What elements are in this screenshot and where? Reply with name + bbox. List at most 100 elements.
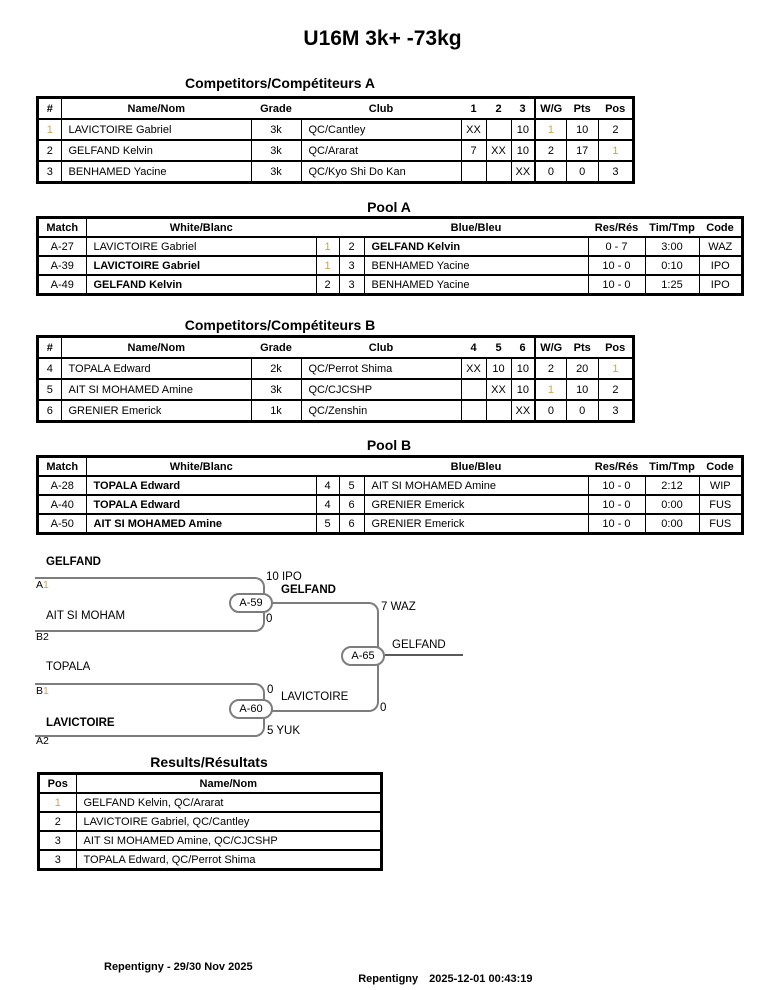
table-cell: 7 [460,139,486,161]
table-cell: 10 - 0 [587,494,645,514]
col-header: 4 [461,337,486,359]
seed-char: 1 [43,579,49,591]
table-cell: 4 [315,475,339,495]
col-header: Name/Nom [60,337,251,359]
table-cell: 3k [250,118,301,140]
table-cell: 1 [39,792,76,812]
col-header: 2 [486,98,511,120]
table-cell: 10 - 0 [587,274,645,294]
footer-timestamp: 2025-12-01 00:43:19 [429,973,533,985]
table-cell: 3 [39,830,76,850]
table-cell: 2 [597,378,634,400]
seed-char: B [36,631,44,643]
table-cell: 10 [485,357,511,379]
bracket-score-a60-bottom: 5 YUK [267,725,301,737]
table-cell: 5 [315,513,339,533]
table-cell: LAVICTOIRE Gabriel [60,118,251,140]
bracket-seed-a1: A1 [36,579,49,592]
table-cell: FUS [698,494,742,514]
col-header [339,218,364,238]
pool-b-heading: Pool B [366,437,412,453]
table-cell: A-27 [38,236,86,256]
table-cell: 1 [315,236,339,256]
table-cell: 10 [510,357,536,379]
table-cell [460,378,486,400]
table-cell: 2 [315,274,339,294]
col-header: W/G [534,337,567,359]
table-cell: LAVICTOIRE Gabriel [85,236,316,256]
seed-char: 2 [43,631,49,643]
col-header: Match [38,457,86,477]
table-cell: 6 [338,513,364,533]
table-cell: 0 [534,399,567,421]
competitors-a-heading: Competitors/Compétiteurs A [184,75,376,91]
col-header: Tim/Tmp [645,218,699,238]
seed-char: 1 [43,685,49,697]
results-heading: Results/Résultats [150,754,268,770]
table-cell: 2 [38,139,61,161]
table-cell: 3 [338,255,364,275]
bracket-score-a60-top: 0 [267,684,274,696]
table-cell: QC/Kyo Shi Do Kan [300,160,461,182]
table-cell: 3 [38,160,61,182]
table-cell [485,399,511,421]
table-cell [460,399,486,421]
col-header: Club [301,337,461,359]
table-cell: 0:00 [644,513,699,533]
footer-venue: Repentigny [358,973,419,985]
col-header: Grade [251,337,301,359]
page-title: U16M 3k+ -73kg [303,27,462,50]
table-cell: A-28 [38,475,86,495]
bracket-score-a65-bottom: 0 [380,702,387,714]
bracket-score-a59-top: 10 IPO [266,571,302,583]
col-header: Pos [39,774,76,794]
table-cell: 2 [39,811,76,831]
table-cell: 2 [338,236,364,256]
table-cell: 3 [338,274,364,294]
table-cell: IPO [698,255,742,275]
bracket-seed-b2: B2 [36,631,49,644]
seed-char: A [36,579,44,591]
table-cell: GRENIER Emerick [363,513,588,533]
col-header: Pts [566,98,599,120]
col-header: W/G [534,98,567,120]
col-header: Match [38,218,86,238]
table-cell: 2 [534,357,567,379]
table-cell: 1 [597,357,634,379]
col-header: Pts [566,337,599,359]
table-cell: GELFAND Kelvin [85,274,316,294]
col-header: 6 [511,337,536,359]
table-cell: 2:12 [644,475,699,495]
table-cell [485,118,511,140]
table-cell: QC/Cantley [300,118,461,140]
table-cell: TOPALA Edward [85,494,316,514]
col-header [316,218,339,238]
bracket-seed-a2: A2 [36,735,49,748]
table-cell: AIT SI MOHAMED Amine [363,475,588,495]
table-cell: 2 [534,139,567,161]
col-header: Pos [598,98,634,120]
table-cell: WIP [698,475,742,495]
table-cell: QC/Zenshin [300,399,461,421]
table-cell: 3 [597,399,634,421]
table-cell: 0 [565,160,599,182]
table-cell: A-40 [38,494,86,514]
table-cell: 10 [510,139,536,161]
table-cell: GELFAND Kelvin [363,236,588,256]
table-cell: BENHAMED Yacine [363,274,588,294]
table-cell: 3k [250,160,301,182]
table-cell: 2k [250,357,301,379]
table-cell: BENHAMED Yacine [60,160,251,182]
bracket-name-gelfand: GELFAND [46,556,101,568]
match-node-a60: A-60 [229,699,273,719]
seed-char: 2 [43,735,49,747]
table-cell: 1 [534,378,567,400]
